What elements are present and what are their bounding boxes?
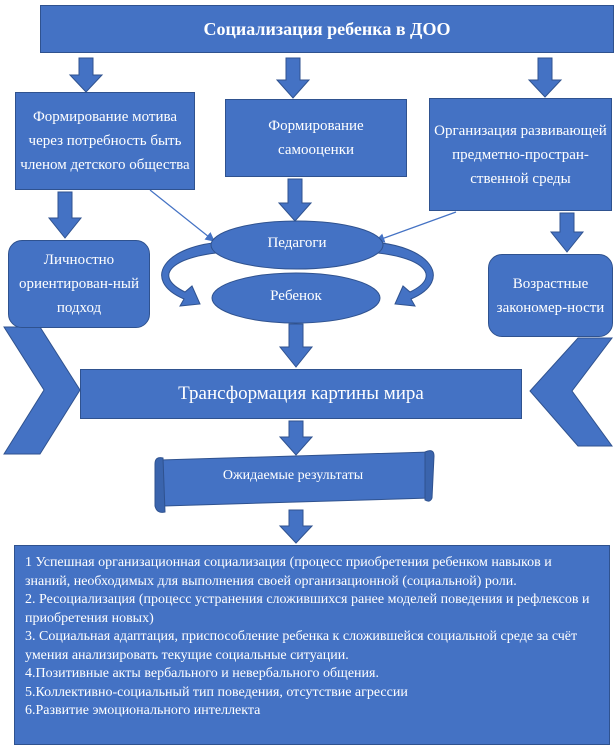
right-chevron <box>529 337 614 447</box>
results-scroll <box>154 450 435 513</box>
result-item: 2. Ресоциализация (процесс устранения сл… <box>25 592 590 626</box>
motive-box: Формирование мотива через потребность бы… <box>15 92 195 190</box>
result-item: 4.Позитивные акты вербального и невербал… <box>25 666 379 681</box>
arrow-scroll-to-list <box>278 509 314 544</box>
left-chevron <box>3 326 81 455</box>
result-item: 1 Успешная организационная социализация … <box>25 555 552 589</box>
arrow-title-to-environment <box>527 57 563 98</box>
child-ellipse <box>211 272 381 324</box>
age-patterns-box: Возрастные закономер-ности <box>488 254 613 337</box>
arrow-motive-to-personal <box>47 191 83 239</box>
personal-approach-text: Личностно ориентирован-ный подход <box>19 252 139 316</box>
child-label: Ребенок <box>270 288 322 304</box>
result-item: 5.Коллективно-социальный тип поведения, … <box>25 684 408 700</box>
environment-box: Организация развивающей предметно-простр… <box>429 98 612 211</box>
title-box: Социализация ребенка в ДОО <box>40 5 614 53</box>
result-item: 6.Развитие эмоционального интеллекта <box>25 703 261 718</box>
thin-arrow-motive-to-teachers <box>149 189 215 242</box>
results-list: 1 Успешная организационная социализация … <box>14 545 610 745</box>
thin-arrow-environment-to-teachers <box>374 211 457 243</box>
title-text: Социализация ребенка в ДОО <box>203 18 451 39</box>
expected-results-label: Ожидаемые результаты <box>222 468 364 483</box>
teachers-ellipse <box>210 220 384 270</box>
arrow-title-to-selfesteem <box>275 57 311 99</box>
arrow-title-to-motive <box>68 57 104 93</box>
teachers-label: Педагоги <box>267 235 327 251</box>
age-patterns-text: Возрастные закономер-ности <box>496 275 605 316</box>
arrow-child-to-transformation <box>278 323 314 368</box>
selfesteem-box: Формирование самооценки <box>225 99 407 177</box>
selfesteem-text: Формирование самооценки <box>268 118 364 158</box>
curved-arrow-right <box>365 241 434 307</box>
result-item: 3. Социальная адаптация, приспособление … <box>25 629 578 663</box>
arrow-environment-to-age <box>549 212 585 253</box>
arrow-selfesteem-to-teachers <box>277 178 313 222</box>
environment-text: Организация развивающей предметно-простр… <box>434 122 607 187</box>
transformation-text: Трансформация картины мира <box>178 383 424 404</box>
motive-text: Формирование мотива через потребность бы… <box>20 109 190 173</box>
curved-arrow-left <box>161 241 229 307</box>
transformation-box: Трансформация картины мира <box>80 369 522 419</box>
arrow-transformation-to-results <box>278 420 314 456</box>
personal-approach-box: Личностно ориентирован-ный подход <box>8 240 150 328</box>
